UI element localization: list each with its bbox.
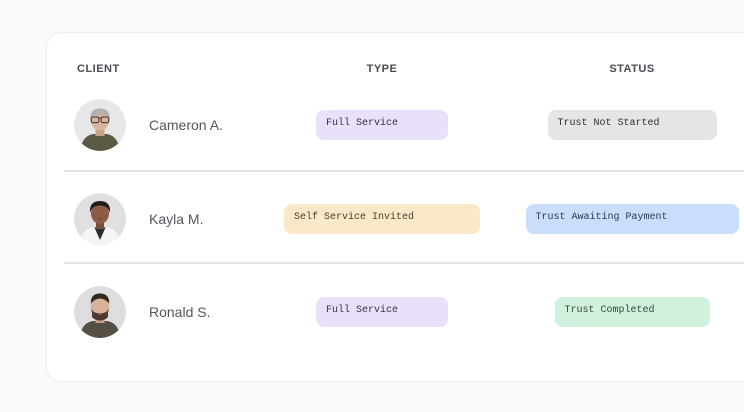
type-badge: Full Service bbox=[316, 297, 448, 327]
client-cell: Kayla M. bbox=[74, 193, 203, 245]
avatar-bearded-man bbox=[74, 286, 126, 338]
type-cell: Full Service bbox=[237, 99, 527, 151]
type-cell: Full Service bbox=[237, 286, 527, 338]
clients-table-card: CLIENT TYPE STATUS bbox=[46, 32, 744, 382]
column-header-client: CLIENT bbox=[77, 63, 120, 75]
status-badge: Trust Awaiting Payment bbox=[525, 204, 739, 234]
client-name: Ronald S. bbox=[149, 304, 211, 320]
status-badge: Trust Not Started bbox=[547, 110, 717, 140]
client-cell: Cameron A. bbox=[74, 99, 223, 151]
row-divider bbox=[64, 170, 744, 172]
avatar-older-man-glasses bbox=[74, 99, 126, 151]
client-name: Cameron A. bbox=[149, 117, 223, 133]
type-cell: Self Service Invited bbox=[237, 193, 527, 245]
client-name: Kayla M. bbox=[149, 211, 204, 227]
status-cell: Trust Completed bbox=[517, 286, 744, 338]
table-header-row: CLIENT TYPE STATUS bbox=[47, 62, 744, 76]
table-row[interactable]: Cameron A. Full Service Trust Not Starte… bbox=[47, 99, 744, 151]
avatar-woman-white-blazer bbox=[74, 193, 126, 245]
type-badge: Self Service Invited bbox=[284, 204, 480, 234]
status-cell: Trust Awaiting Payment bbox=[517, 193, 744, 245]
column-header-status: STATUS bbox=[609, 63, 655, 75]
status-cell: Trust Not Started bbox=[517, 99, 744, 151]
type-badge: Full Service bbox=[316, 110, 448, 140]
column-header-type: TYPE bbox=[366, 63, 398, 75]
row-divider bbox=[64, 262, 744, 264]
client-cell: Ronald S. bbox=[74, 286, 210, 338]
table-row[interactable]: Kayla M. Self Service Invited Trust Awai… bbox=[47, 193, 744, 245]
status-badge: Trust Completed bbox=[554, 297, 710, 327]
table-row[interactable]: Ronald S. Full Service Trust Completed bbox=[47, 286, 744, 338]
